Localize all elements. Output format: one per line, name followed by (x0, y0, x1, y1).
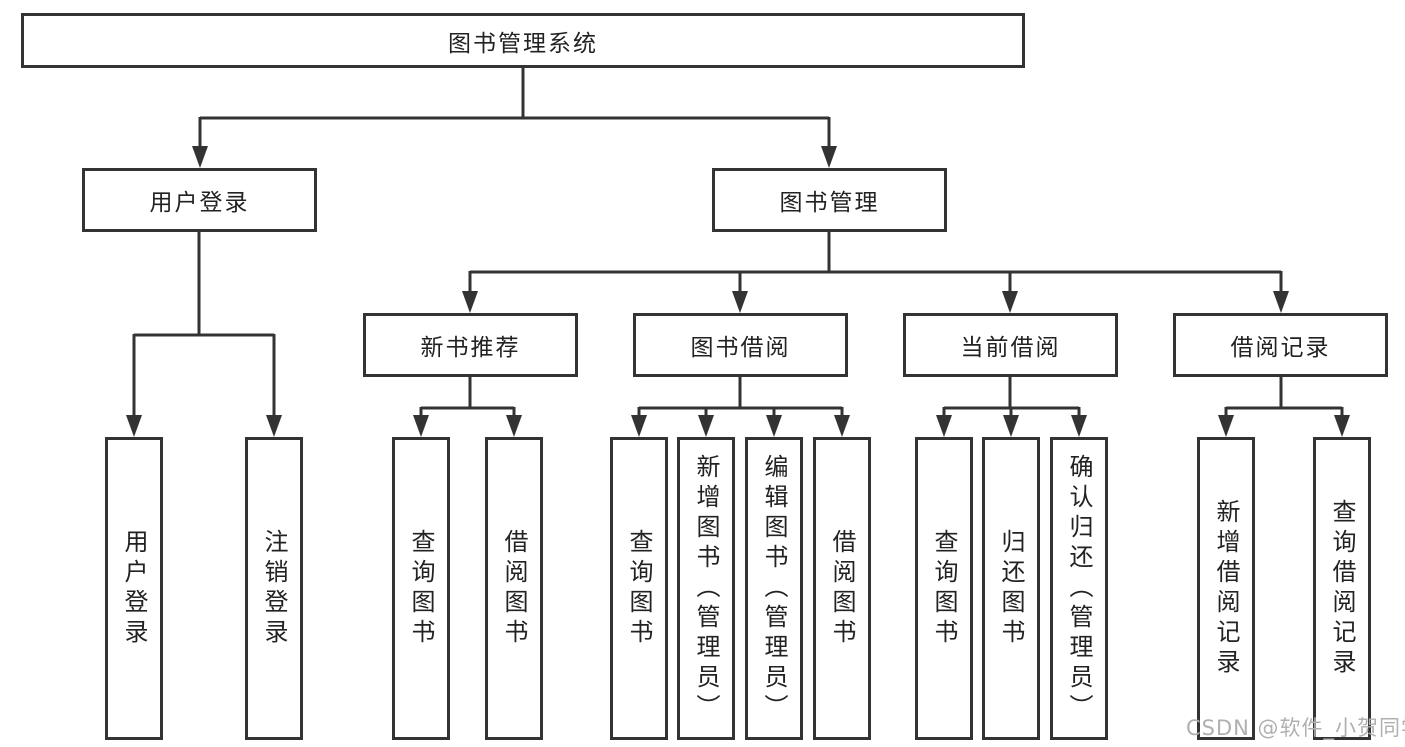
csdn-watermark: CSDN @软件_小贺同学 (1186, 716, 1405, 740)
leaf-current-return-books: 归还图书 (982, 437, 1040, 740)
node-user-login: 用户登录 (82, 168, 317, 232)
node-label: 新书推荐 (420, 335, 521, 361)
leaf-records-add-borrow-record: 新增借阅记录 (1197, 437, 1255, 740)
leaf-label: 借阅图书 (500, 528, 528, 649)
leaf-borrow-query-books: 查询图书 (610, 437, 668, 740)
node-book-management-system: 图书管理系统 (21, 13, 1025, 68)
node-book-borrow: 图书借阅 (633, 313, 848, 377)
node-book-management: 图书管理 (712, 168, 947, 232)
node-label: 图书借阅 (690, 335, 791, 361)
leaf-newbooks-borrow-books: 借阅图书 (485, 437, 543, 740)
node-new-book-recommend: 新书推荐 (363, 313, 578, 377)
leaf-label: 查询图书 (625, 528, 653, 649)
leaf-user-login: 用户登录 (105, 437, 163, 740)
leaf-current-query-books: 查询图书 (915, 437, 973, 740)
node-label: 当前借阅 (960, 335, 1061, 361)
leaf-current-confirm-return-admin: 确认归还（管理员） (1050, 437, 1108, 740)
node-label: 用户登录 (149, 190, 250, 216)
leaf-label: 新增图书（管理员） (692, 453, 720, 724)
leaf-label: 注销登录 (260, 528, 288, 649)
leaf-newbooks-query-books: 查询图书 (392, 437, 450, 740)
leaf-label: 借阅图书 (828, 528, 856, 649)
arrowhead-icons (126, 146, 1350, 437)
node-label: 图书管理系统 (448, 30, 598, 57)
leaf-label: 查询图书 (407, 528, 435, 649)
node-label: 图书管理 (779, 190, 880, 216)
leaf-label: 查询借阅记录 (1328, 498, 1356, 679)
leaf-label: 编辑图书（管理员） (760, 453, 788, 724)
node-current-borrow: 当前借阅 (903, 313, 1118, 377)
leaf-records-query-borrow-record: 查询借阅记录 (1313, 437, 1371, 740)
leaf-label: 确认归还（管理员） (1065, 453, 1093, 724)
leaf-logout: 注销登录 (245, 437, 303, 740)
leaf-borrow-add-books-admin: 新增图书（管理员） (677, 437, 735, 740)
leaf-label: 查询图书 (930, 528, 958, 649)
leaf-label: 新增借阅记录 (1212, 498, 1240, 679)
leaf-borrow-borrow-books: 借阅图书 (813, 437, 871, 740)
leaf-borrow-edit-books-admin: 编辑图书（管理员） (745, 437, 803, 740)
leaf-label: 用户登录 (120, 528, 148, 649)
node-borrow-records: 借阅记录 (1173, 313, 1388, 377)
node-label: 借阅记录 (1230, 335, 1331, 361)
leaf-label: 归还图书 (997, 528, 1025, 649)
